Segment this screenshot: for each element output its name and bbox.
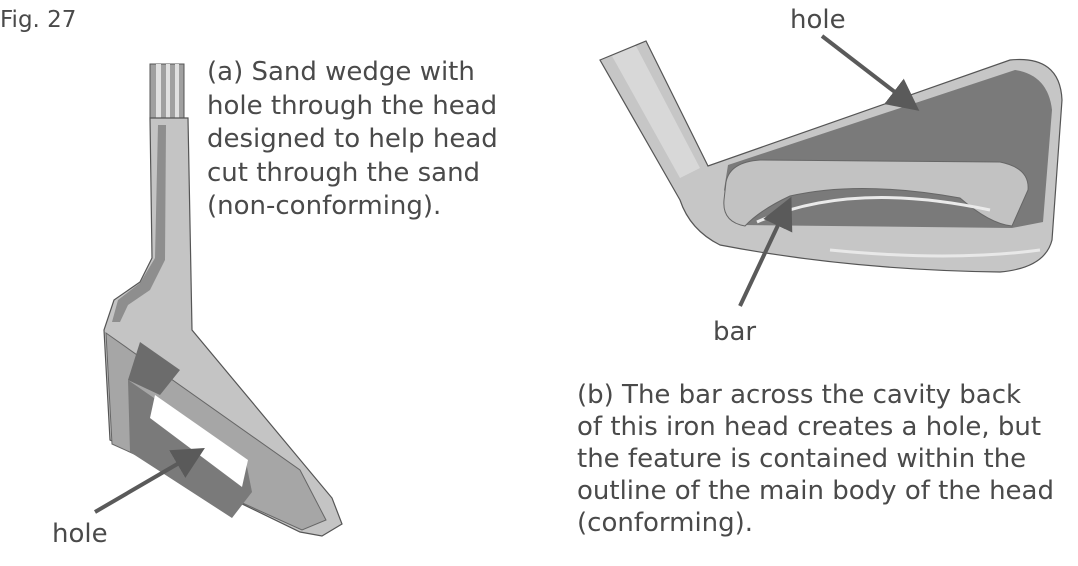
caption-a-line: (non-conforming).: [207, 191, 442, 221]
caption-b-line: (conforming).: [577, 508, 754, 538]
label-hole-b: hole: [790, 5, 846, 35]
caption-a-line: designed to help head: [207, 124, 498, 154]
figure-label: Fig. 27: [0, 7, 77, 33]
label-hole-a: hole: [52, 519, 108, 549]
caption-b: (b) The bar across the cavity back of th…: [577, 379, 1054, 539]
iron-head-illustration: [599, 34, 1063, 307]
caption-b-line: the feature is contained within the: [577, 444, 1027, 474]
caption-b-line: of this iron head creates a hole, but: [577, 412, 1042, 442]
label-bar: bar: [713, 317, 757, 347]
caption-a: (a) Sand wedge with hole through the hea…: [207, 56, 498, 224]
caption-b-line: outline of the main body of the head: [577, 476, 1054, 506]
hole-arrow-b: [820, 34, 920, 111]
caption-b-line: (b) The bar across the cavity back: [577, 380, 1022, 410]
bar-arrow: [738, 196, 793, 307]
hole-arrow-a: [93, 447, 205, 514]
caption-a-line: cut through the sand: [207, 157, 481, 188]
caption-a-line: (a) Sand wedge with: [207, 57, 475, 87]
sand-wedge-illustration: [93, 63, 343, 537]
caption-a-line: hole through the head: [207, 90, 498, 121]
